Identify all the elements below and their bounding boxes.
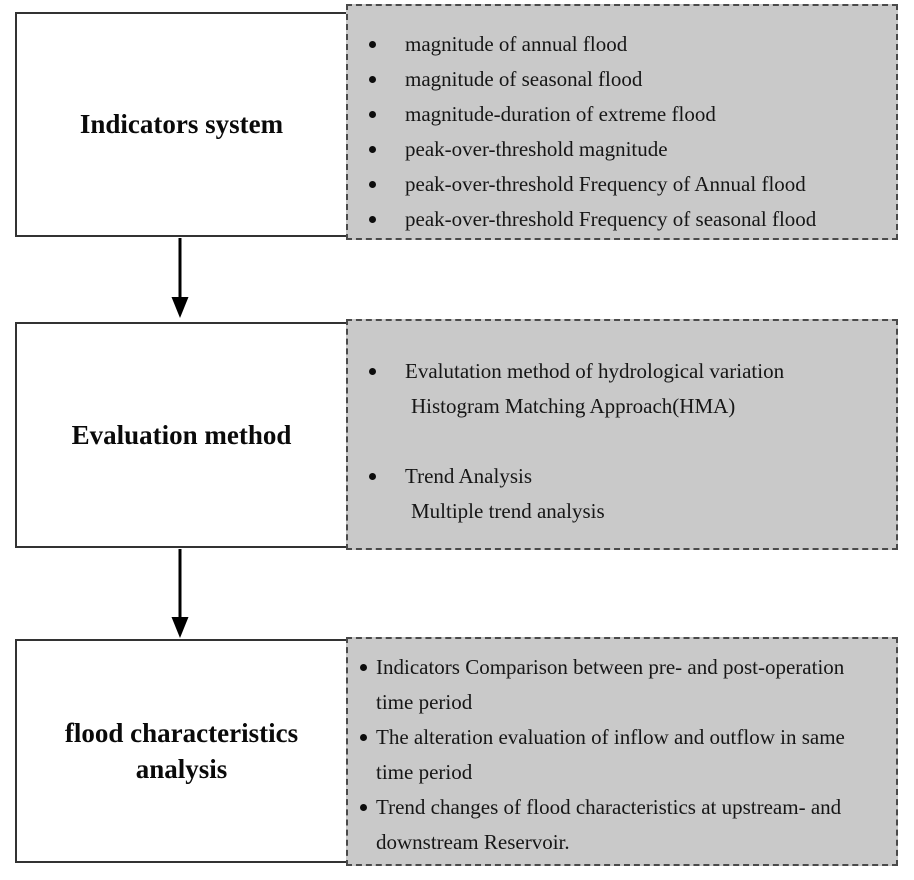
list-item: peak-over-threshold Frequency of Annual … [348,167,896,202]
list-item-continuation: Multiple trend analysis [411,499,605,523]
bullet-icon [360,664,367,671]
stage-box-indicators-system: Indicators system [15,12,346,237]
stage-title: Evaluation method [71,419,292,450]
details-panel-flood-analysis: Indicators Comparison between pre- and p… [346,637,898,866]
list-item-text: The alteration evaluation of inflow and … [376,725,845,749]
list-item: magnitude of seasonal flood [348,62,896,97]
list-item-text: peak-over-threshold magnitude [405,137,668,161]
down-arrow-icon [171,549,189,638]
list-item: magnitude-duration of extreme flood [348,97,896,132]
list-item-text: peak-over-threshold Frequency of seasona… [405,207,817,231]
down-arrow-icon [171,238,189,318]
list-item-text: magnitude of annual flood [405,32,628,56]
list-item-text: peak-over-threshold Frequency of Annual … [405,172,806,196]
list-item: Trend changes of flood characteristics a… [348,790,896,825]
list-item-continuation: downstream Reservoir. [376,830,570,854]
list-item: peak-over-threshold Frequency of seasona… [348,202,896,237]
bullet-icon [360,804,367,811]
list-item-text: Trend Analysis [405,464,532,488]
bullet-icon [360,734,367,741]
bullet-icon [369,368,376,375]
bullet-icon [369,181,376,188]
list-item-text: Evalutation method of hydrological varia… [405,359,785,383]
list-item-text: magnitude-duration of extreme flood [405,102,716,126]
bullet-icon [369,41,376,48]
stage-title: flood characteristics analysis [64,717,299,784]
bullet-icon [369,473,376,480]
bullet-icon [369,111,376,118]
list-item-continuation: time period [376,690,473,714]
list-item-text: Indicators Comparison between pre- and p… [376,655,845,679]
list-item: peak-over-threshold magnitude [348,132,896,167]
stage-title: Indicators system [79,109,284,140]
list-item: magnitude of annual flood [348,27,896,62]
bullet-icon [369,216,376,223]
list-item-text: magnitude of seasonal flood [405,67,643,91]
bullet-icon [369,146,376,153]
list-item: Evalutation method of hydrological varia… [348,354,896,389]
list-item-continuation: time period [376,760,473,784]
list-item: The alteration evaluation of inflow and … [348,720,896,755]
list-item: Trend Analysis [348,459,896,494]
list-item-text: Trend changes of flood characteristics a… [376,795,842,819]
stage-box-evaluation-method: Evaluation method [15,322,346,548]
bullet-icon [369,76,376,83]
list-item: Indicators Comparison between pre- and p… [348,650,896,685]
stage-box-flood-characteristics-analysis: flood characteristics analysis [15,639,346,863]
list-item-continuation: Histogram Matching Approach(HMA) [411,394,736,418]
details-panel-indicators: magnitude of annual flood magnitude of s… [346,4,898,240]
details-panel-evaluation: Evalutation method of hydrological varia… [346,319,898,550]
